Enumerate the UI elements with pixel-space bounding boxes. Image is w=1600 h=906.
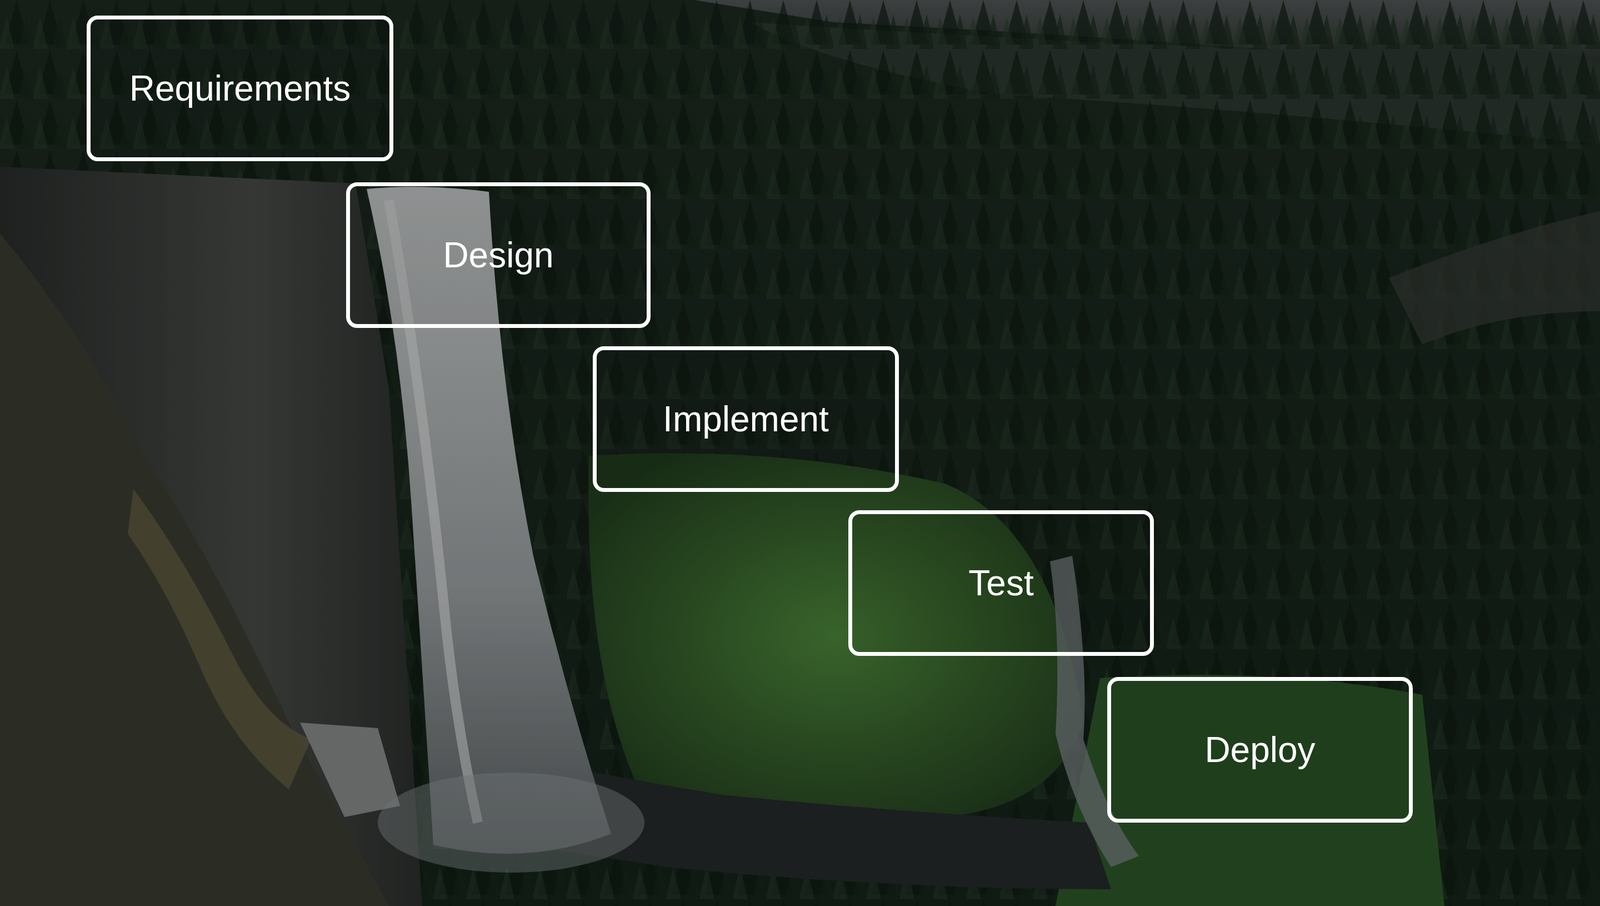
process-box: Design xyxy=(346,182,651,328)
process-box: Test xyxy=(848,510,1154,656)
stage-label: Design xyxy=(442,235,554,275)
process-box: Implement xyxy=(592,346,899,492)
stage-label: Requirements xyxy=(129,68,351,108)
process-box: Requirements xyxy=(86,15,394,162)
stage-label: Implement xyxy=(662,399,829,439)
stage-label: Test xyxy=(968,563,1034,603)
stage-label: Deploy xyxy=(1204,730,1315,769)
process-box: Deploy xyxy=(1107,676,1413,823)
